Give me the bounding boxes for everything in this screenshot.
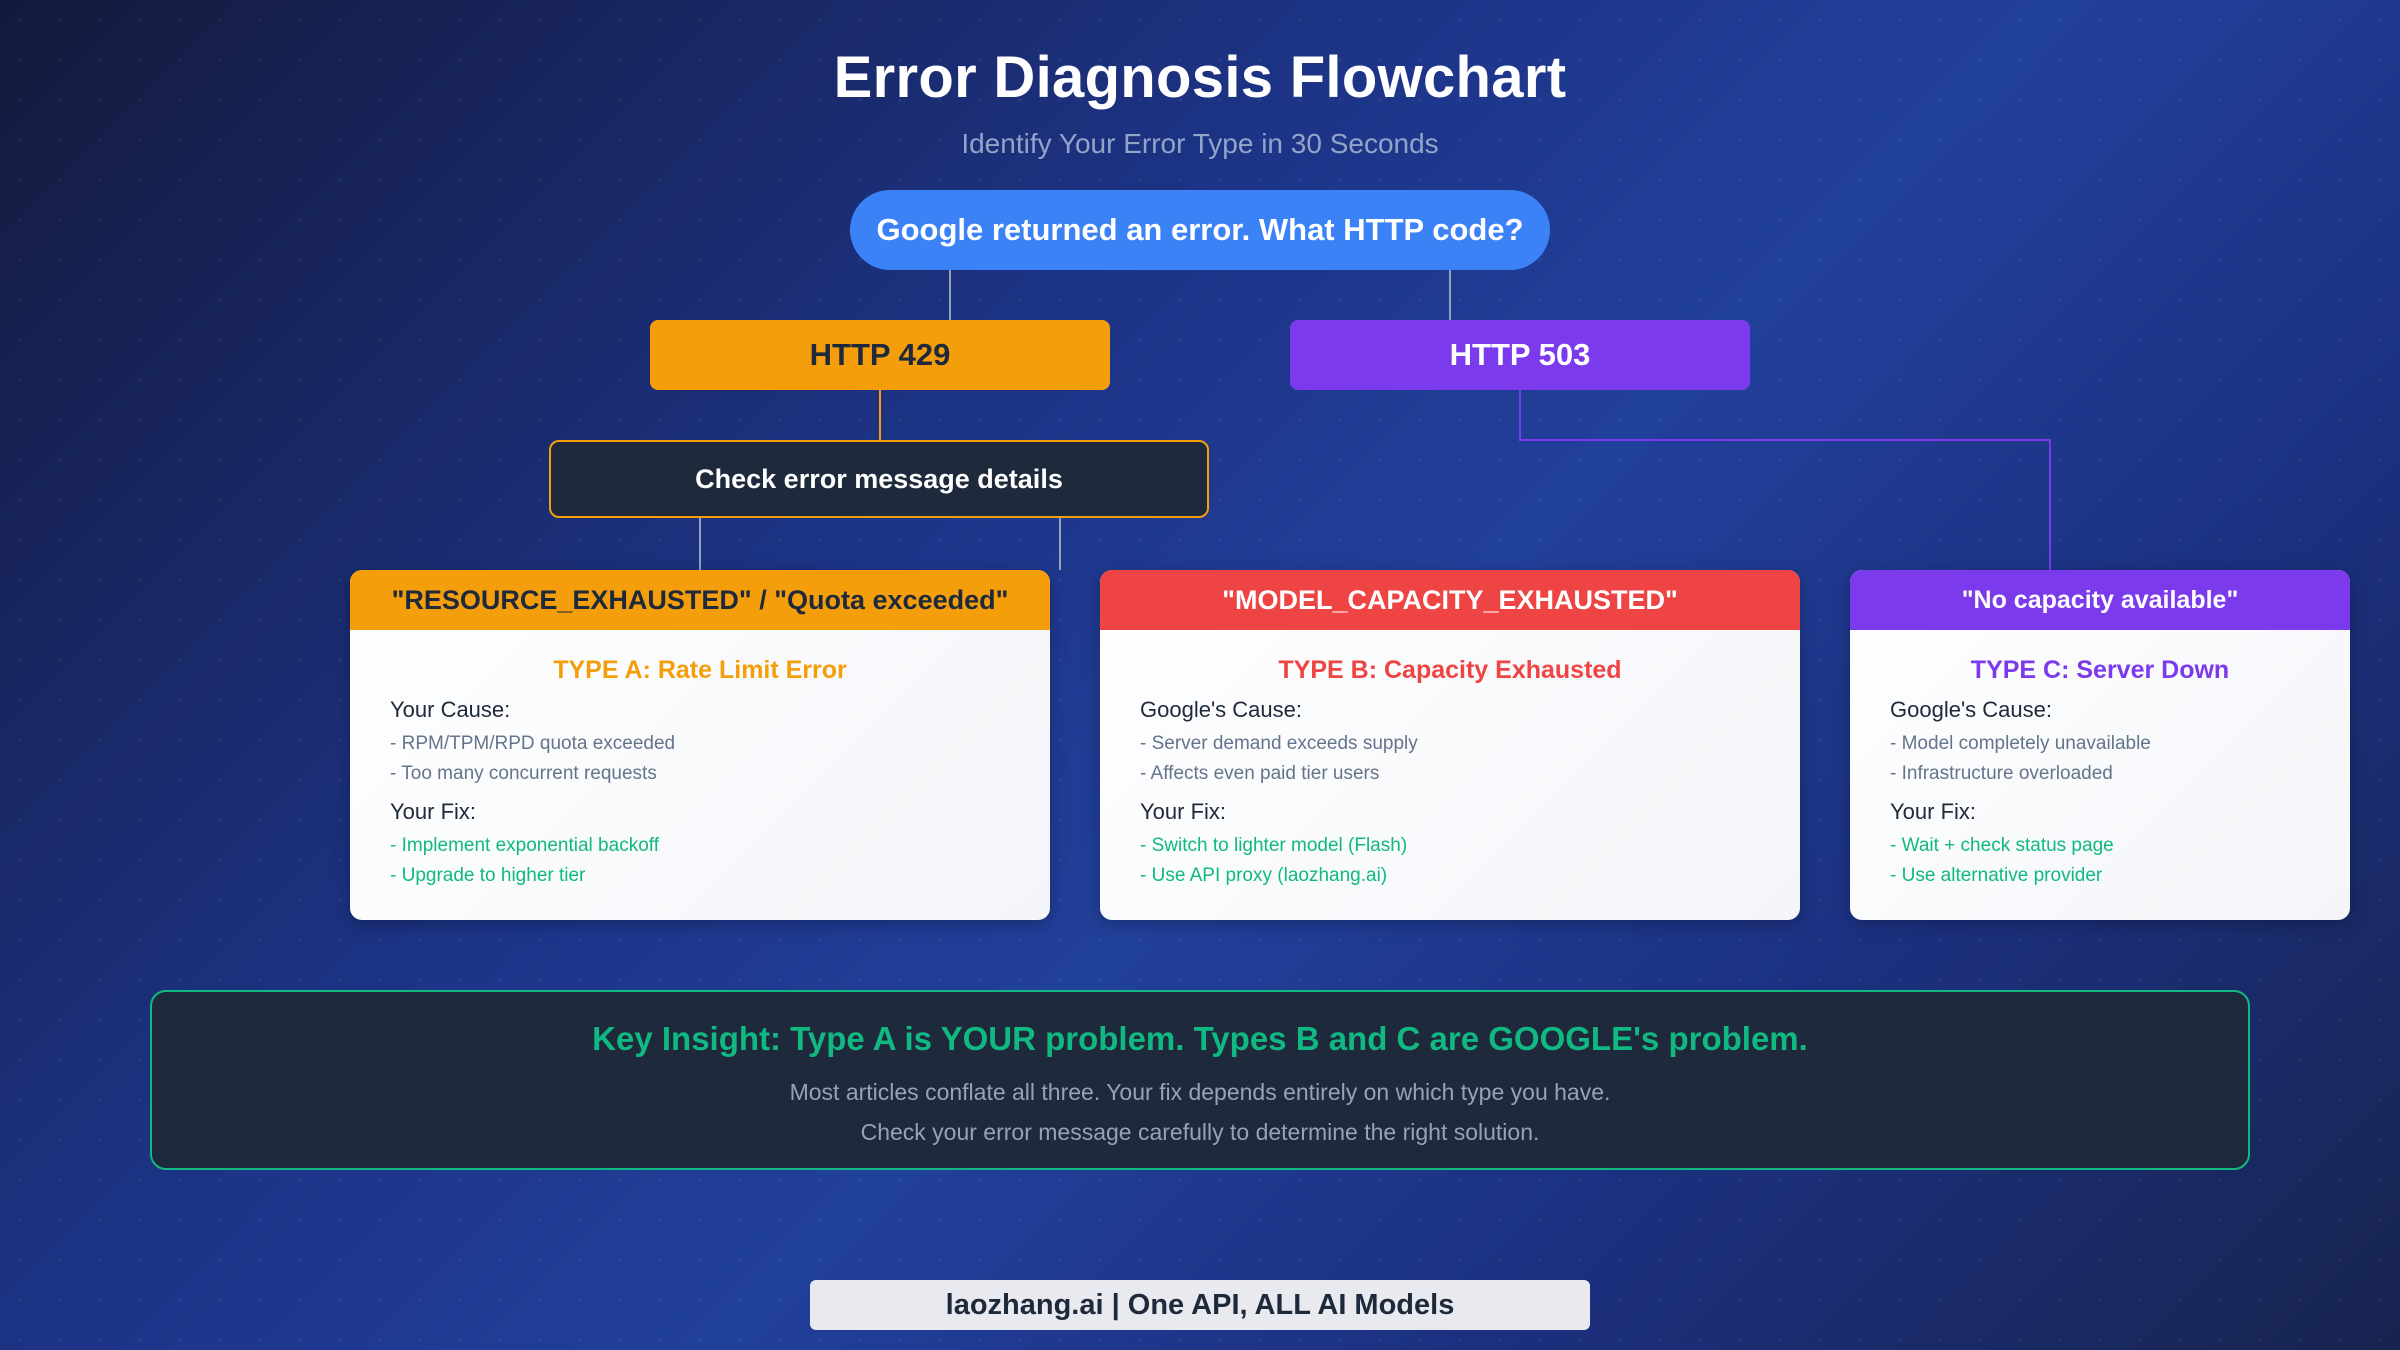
type-a-fix-item: - Implement exponential backoff	[390, 835, 659, 856]
page-title: Error Diagnosis Flowchart	[833, 45, 1567, 110]
type-a-cause-item: - Too many concurrent requests	[390, 763, 657, 784]
type-b-cause-label: Google's Cause:	[1140, 697, 1302, 722]
page-subtitle: Identify Your Error Type in 30 Seconds	[961, 128, 1439, 159]
key-insight-title: Key Insight: Type A is YOUR problem. Typ…	[592, 1020, 1808, 1057]
type-b-cause-item: - Server demand exceeds supply	[1140, 733, 1418, 754]
key-insight-line: Check your error message carefully to de…	[860, 1119, 1540, 1145]
type-c-cause-item: - Infrastructure overloaded	[1890, 763, 2113, 784]
type-b-title: TYPE B: Capacity Exhausted	[1278, 656, 1622, 684]
http-503-node: HTTP 503	[1290, 320, 1750, 390]
footer-banner: laozhang.ai | One API, ALL AI Models	[810, 1280, 1590, 1330]
type-a-fix-label: Your Fix:	[390, 799, 477, 824]
type-c-card: "No capacity available" TYPE C: Server D…	[1850, 570, 2350, 920]
key-insight-line: Most articles conflate all three. Your f…	[789, 1079, 1611, 1105]
type-a-title: TYPE A: Rate Limit Error	[553, 656, 847, 684]
type-b-fix-label: Your Fix:	[1140, 799, 1227, 824]
type-b-cause-item: - Affects even paid tier users	[1140, 763, 1380, 784]
type-c-fix-item: - Wait + check status page	[1890, 835, 2114, 856]
type-c-cause-item: - Model completely unavailable	[1890, 733, 2151, 754]
type-a-fix-item: - Upgrade to higher tier	[390, 865, 586, 886]
type-c-message: "No capacity available"	[1850, 570, 2350, 630]
check-message-node: Check error message details	[549, 440, 1209, 518]
type-a-card: "RESOURCE_EXHAUSTED" / "Quota exceeded" …	[350, 570, 1050, 920]
start-question-node: Google returned an error. What HTTP code…	[850, 190, 1550, 270]
type-c-title: TYPE C: Server Down	[1970, 656, 2230, 684]
type-c-fix-item: - Use alternative provider	[1890, 865, 2103, 886]
type-b-message: "MODEL_CAPACITY_EXHAUSTED"	[1100, 570, 1800, 630]
http-429-node: HTTP 429	[650, 320, 1110, 390]
type-a-cause-item: - RPM/TPM/RPD quota exceeded	[390, 733, 676, 754]
type-a-cause-label: Your Cause:	[390, 697, 511, 722]
type-c-cause-label: Google's Cause:	[1890, 697, 2052, 722]
type-b-fix-item: - Use API proxy (laozhang.ai)	[1140, 865, 1388, 886]
type-a-message: "RESOURCE_EXHAUSTED" / "Quota exceeded"	[350, 570, 1050, 630]
type-c-fix-label: Your Fix:	[1890, 799, 1977, 824]
connector-503-to-type-c	[1519, 390, 2051, 570]
key-insight-box: Key Insight: Type A is YOUR problem. Typ…	[150, 990, 2250, 1170]
type-b-card: "MODEL_CAPACITY_EXHAUSTED" TYPE B: Capac…	[1100, 570, 1800, 920]
type-b-fix-item: - Switch to lighter model (Flash)	[1140, 835, 1408, 856]
